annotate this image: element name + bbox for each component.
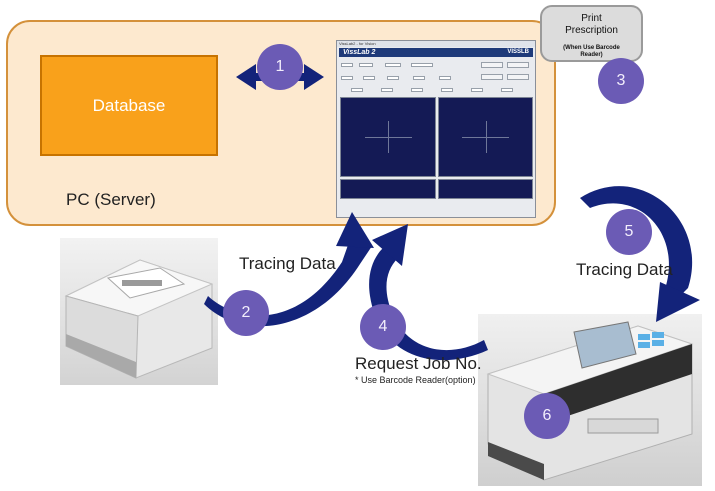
tracing-data-arrow-right: [580, 186, 693, 300]
database-box: Database: [40, 55, 218, 156]
callout-note: (When Use Barcode Reader): [542, 45, 641, 59]
callout-note-line1: (When Use Barcode: [563, 45, 620, 51]
app-field: [411, 88, 423, 92]
step-circle: 2: [223, 290, 269, 336]
request-job-label: Request Job No.: [355, 354, 482, 373]
profile-view-right: [340, 179, 436, 199]
app-field: [385, 63, 401, 67]
step-circle: 4: [360, 304, 406, 350]
app-field: [501, 88, 513, 92]
app-field: [411, 63, 433, 67]
visslab-app-screenshot: VissLab2 - for Vision VissLab 2 VISSLB: [336, 40, 536, 218]
tracing-data-arrowhead-right: [656, 282, 700, 322]
callout-title-line2: Prescription: [565, 25, 618, 36]
app-field: [413, 76, 425, 80]
app-field: [381, 88, 393, 92]
app-button: [481, 74, 503, 80]
database-label: Database: [92, 95, 166, 115]
app-field: [471, 88, 483, 92]
app-brand-left: VissLab 2: [343, 49, 376, 56]
app-field: [341, 76, 353, 80]
app-banner: VissLab 2 VISSLB: [339, 48, 533, 57]
tracing-data-label-right: Tracing Data: [576, 260, 673, 279]
app-field: [351, 88, 363, 92]
app-button: [507, 62, 529, 68]
callout-title-line1: Print: [581, 13, 602, 24]
edger-device-image: [478, 314, 702, 486]
tracing-data-arrowhead-left: [336, 212, 374, 248]
app-field: [341, 63, 353, 67]
trace-view-right: [340, 97, 436, 177]
app-title-bar: VissLab2 - for Vision: [337, 41, 535, 47]
app-brand-right: VISSLB: [507, 49, 529, 55]
app-field: [359, 63, 373, 67]
app-button: [507, 74, 529, 80]
trace-view-left: [438, 97, 533, 177]
step-circle: 6: [524, 393, 570, 439]
print-prescription-callout: Print Prescription (When Use Barcode Rea…: [540, 5, 643, 62]
barcode-option-note: * Use Barcode Reader(option): [355, 375, 476, 385]
app-field: [441, 88, 453, 92]
profile-view-left: [438, 179, 533, 199]
callout-title: Print Prescription: [542, 13, 641, 37]
step-circle: 1: [257, 44, 303, 90]
app-field: [387, 76, 399, 80]
app-field: [363, 76, 375, 80]
request-job-arrowhead: [372, 224, 408, 266]
app-field: [439, 76, 451, 80]
pc-server-label: PC (Server): [66, 190, 156, 209]
step-circle: 5: [606, 209, 652, 255]
app-button: [481, 62, 503, 68]
tracing-data-label-left: Tracing Data: [239, 254, 336, 273]
step-circle: 3: [598, 58, 644, 104]
tracer-device-image: [60, 238, 218, 385]
callout-note-line2: Reader): [580, 52, 603, 58]
